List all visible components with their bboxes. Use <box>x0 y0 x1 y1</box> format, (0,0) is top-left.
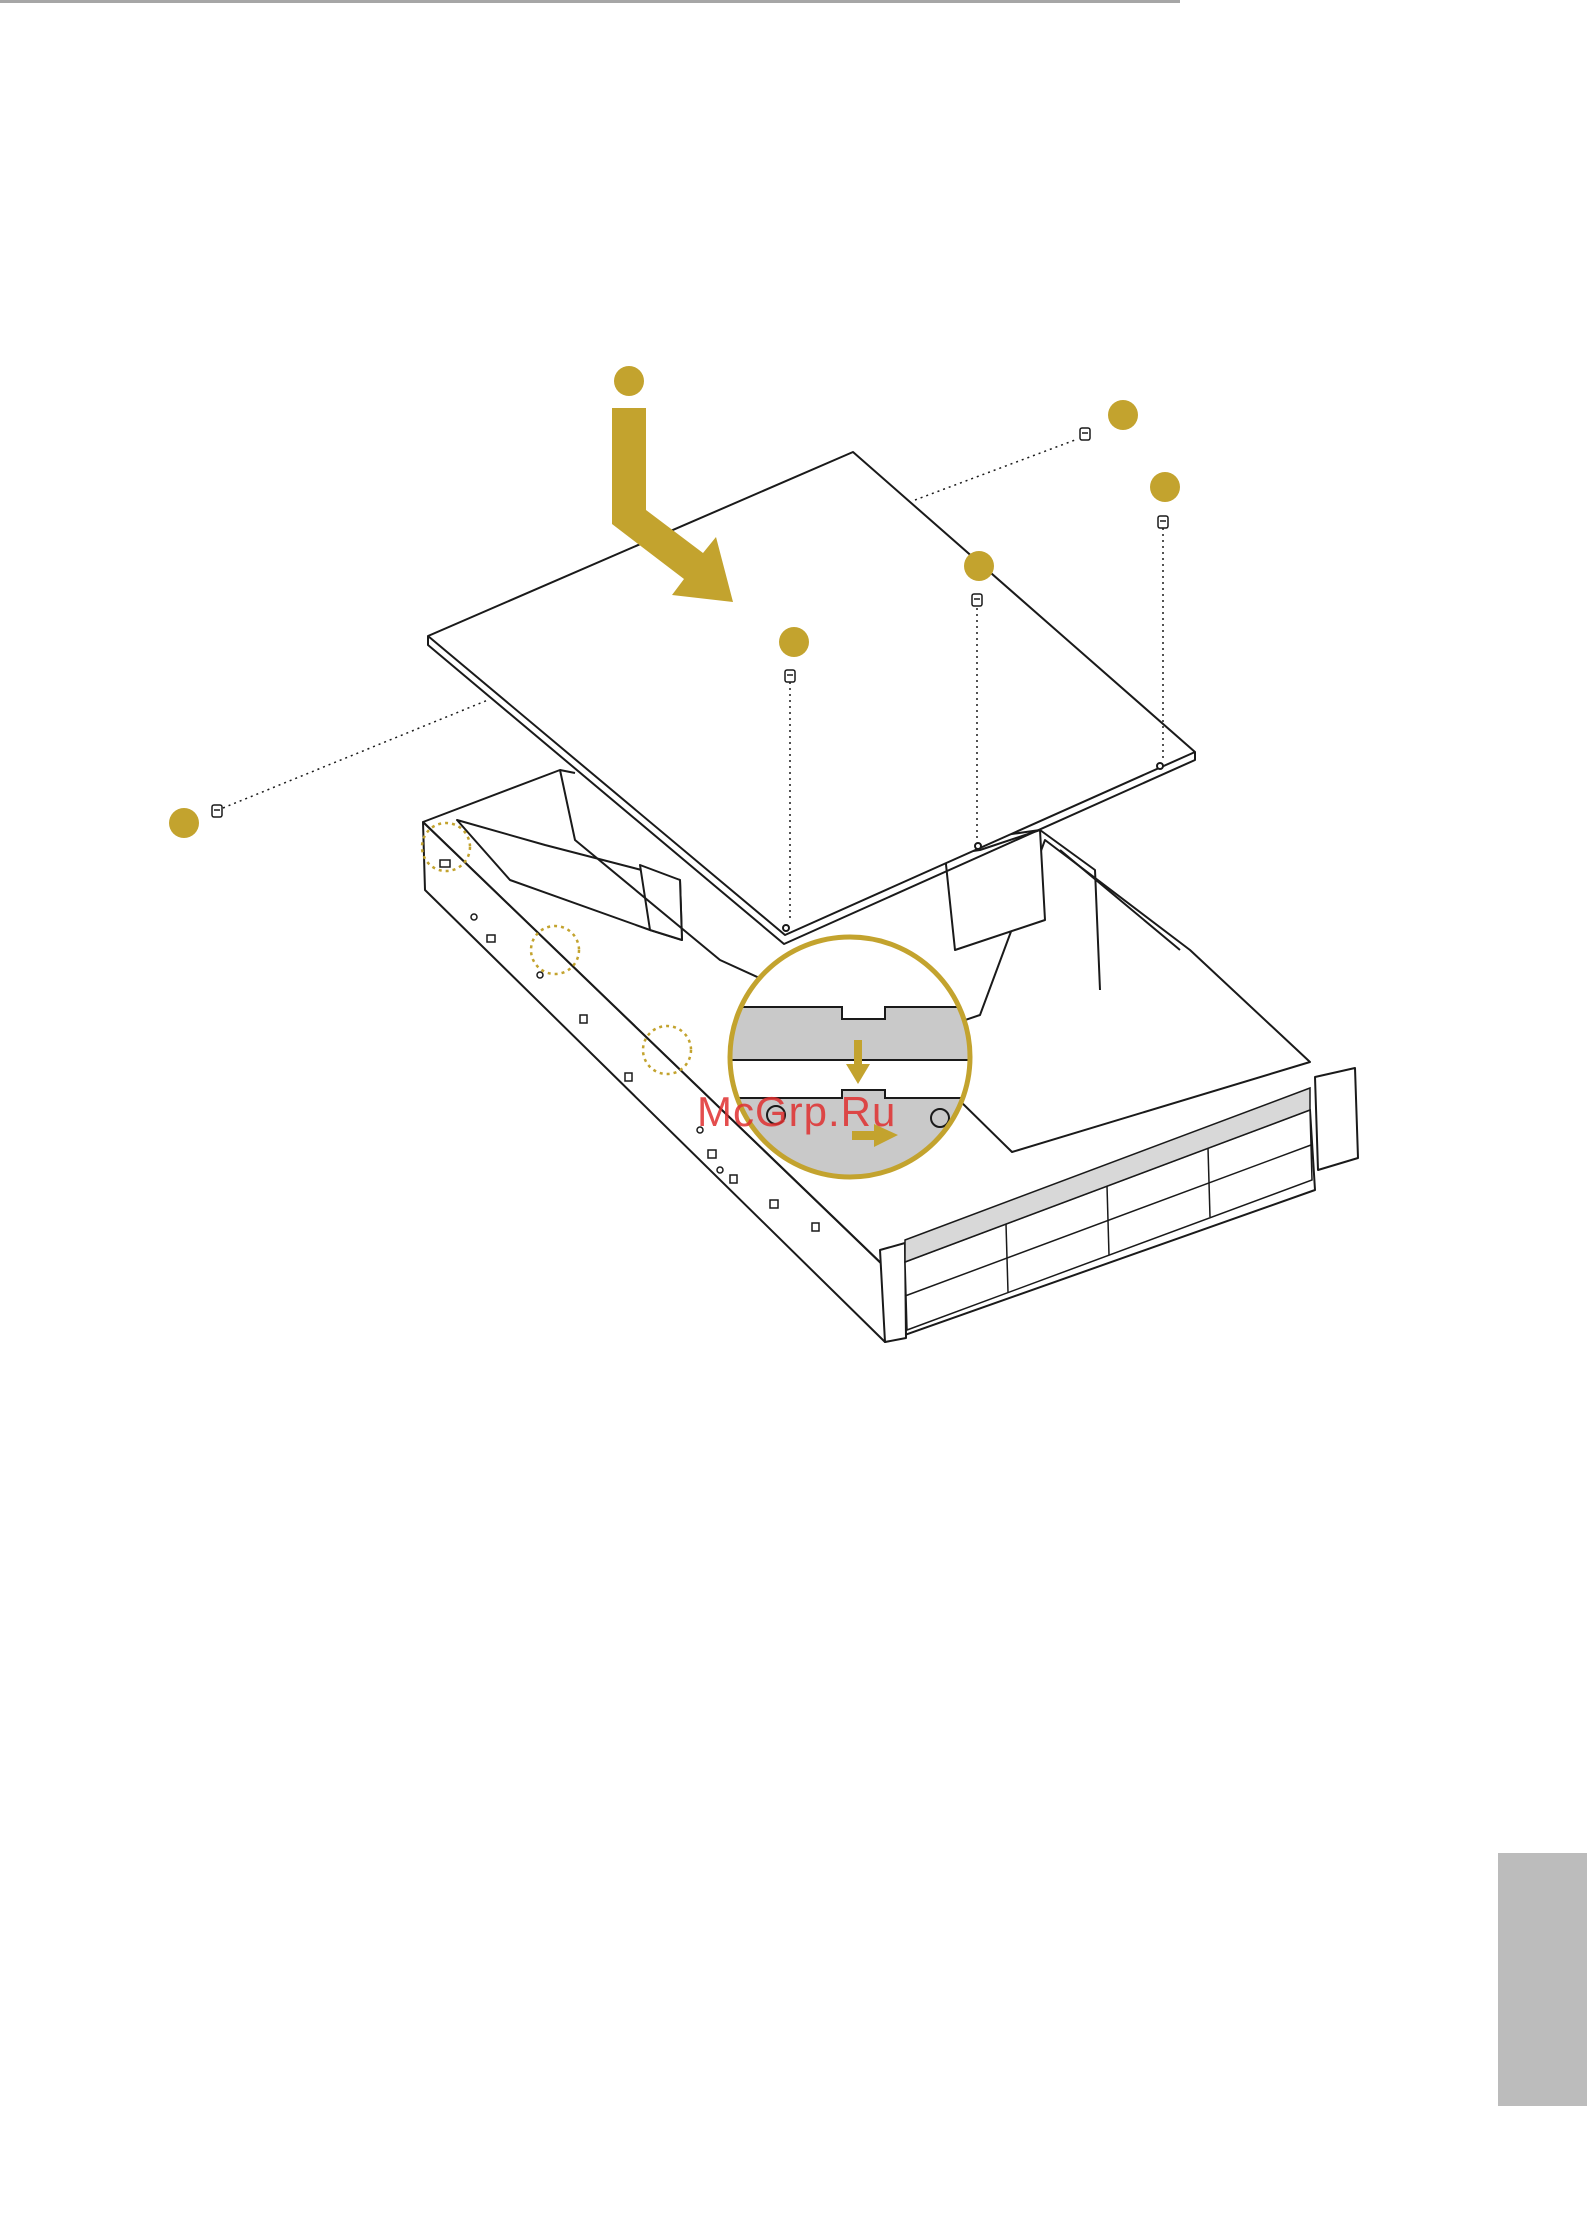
step-marker-slide <box>614 366 644 396</box>
step-marker-screw-rear <box>1108 400 1138 430</box>
chassis-left-ear <box>880 1243 906 1342</box>
step-marker-screw-left <box>779 627 809 657</box>
screw-icon <box>785 670 795 682</box>
watermark-text: McGrp.Ru <box>697 1088 896 1136</box>
step-marker-screw-side <box>169 808 199 838</box>
page-side-tab <box>1498 1853 1587 2106</box>
chassis-top-rim <box>423 770 575 822</box>
screw-icon <box>1158 516 1168 528</box>
step-marker-screw-right <box>1150 472 1180 502</box>
screw-icon <box>1080 428 1090 440</box>
screw-icon <box>212 805 222 817</box>
server-cover-installation-diagram <box>0 0 1587 1400</box>
screw-icon <box>972 594 982 606</box>
step-marker-screw-mid <box>964 551 994 581</box>
chassis-right-ear <box>1315 1068 1358 1170</box>
